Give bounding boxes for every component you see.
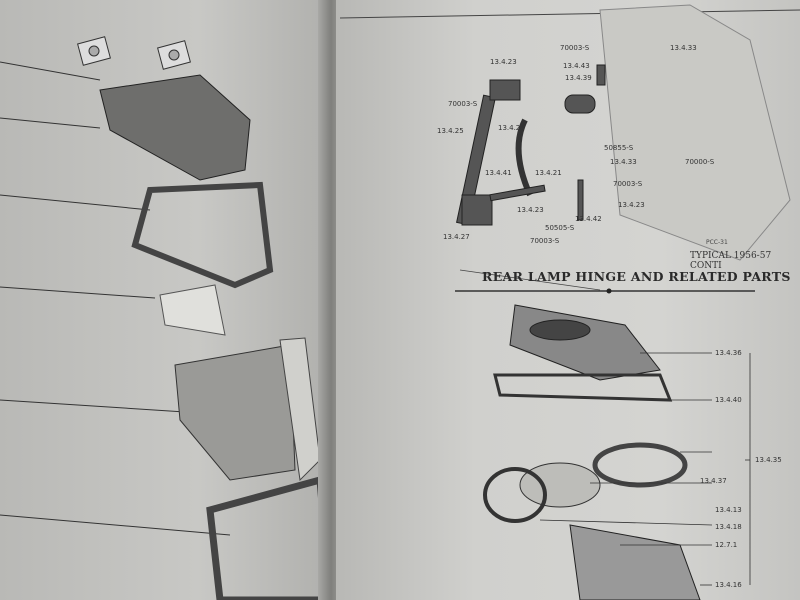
bezel-ring-part xyxy=(592,442,688,488)
part-label: 13.4.33 xyxy=(610,158,637,166)
lower-leader-lines xyxy=(539,352,751,586)
part-label: 13.4.16 xyxy=(715,581,742,589)
gasket-part xyxy=(77,36,111,66)
part-label: 13.4.43 xyxy=(563,62,590,70)
part-label: 13.4.23 xyxy=(618,201,645,209)
socket-plate-part xyxy=(569,524,701,600)
part-label: 13.4.41 xyxy=(485,169,512,177)
leader-line xyxy=(0,117,101,129)
reflector-part xyxy=(159,284,226,336)
part-label: 13.4.37 xyxy=(700,477,727,485)
part-label: 13.4.25 xyxy=(437,127,464,135)
leader-line xyxy=(0,61,101,81)
part-label: 50855-S xyxy=(604,144,634,152)
part-label: 13.4.24 xyxy=(498,124,525,132)
part-label: 70003-S xyxy=(560,44,590,52)
gasket-part xyxy=(493,373,673,402)
lamp-housing-part xyxy=(99,74,251,181)
lens-part xyxy=(174,344,296,481)
hinge-assembly xyxy=(456,64,606,226)
part-label: 13.4.33 xyxy=(670,44,697,52)
lamp-body-outline xyxy=(599,4,791,261)
part-label: 70000-S xyxy=(685,158,715,166)
left-page xyxy=(0,0,330,600)
leader-line xyxy=(0,194,151,211)
lens-part xyxy=(519,462,601,508)
gasket-part xyxy=(157,40,191,70)
part-label: 13.4.39 xyxy=(565,74,592,82)
part-label: 70003-S xyxy=(613,180,643,188)
part-label: 70003-S xyxy=(530,237,560,245)
figure-code: PCC-31 xyxy=(706,239,728,246)
left-page-illustration xyxy=(0,36,330,600)
leader-line xyxy=(0,399,186,413)
title-rule-diamond xyxy=(606,288,612,294)
part-label: 13.4.27 xyxy=(443,233,470,241)
part-label: 12.7.1 xyxy=(715,541,738,549)
part-label: 50505-S xyxy=(545,224,575,232)
part-label: 13.4.40 xyxy=(715,396,742,404)
section-title: REAR LAMP HINGE AND RELATED PARTS xyxy=(482,269,791,284)
part-label: 13.4.23 xyxy=(490,58,517,66)
hinge-base-part xyxy=(509,304,661,381)
figure-caption: TYPICAL 1956-57 CONTI xyxy=(690,251,772,271)
part-label: 13.4.13 xyxy=(715,506,742,514)
part-label: 13.4.21 xyxy=(535,169,562,177)
part-label: 70003-S xyxy=(448,100,478,108)
part-label: 13.4.36 xyxy=(715,349,742,357)
lens-gasket-part xyxy=(483,467,547,523)
leader-line xyxy=(0,514,231,536)
part-label: 13.4.35 xyxy=(755,456,782,464)
page-header-rule xyxy=(339,9,800,19)
part-label: 13.4.18 xyxy=(715,523,742,531)
leader-line xyxy=(0,286,156,299)
bezel-part xyxy=(206,475,330,600)
lamp-frame-part xyxy=(131,181,274,289)
part-label: 13.4.23 xyxy=(517,206,544,214)
part-label: 13.4.42 xyxy=(575,215,602,223)
